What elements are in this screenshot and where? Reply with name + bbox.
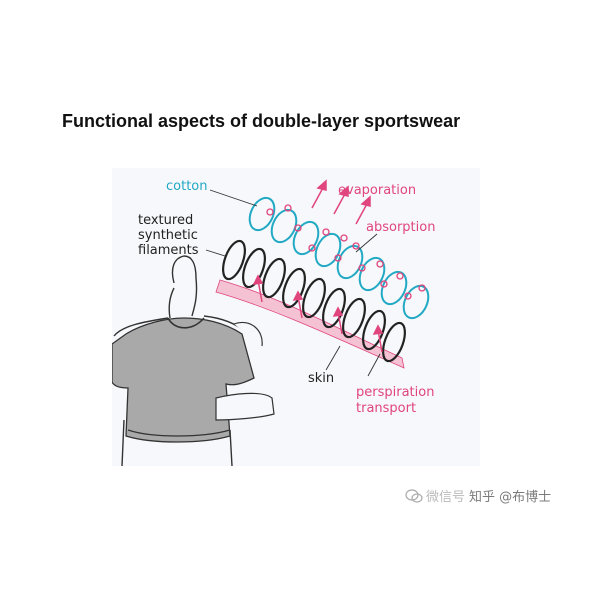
- label-textured-1: textured: [138, 213, 193, 228]
- diagram-svg: cotton textured synthetic filaments evap…: [112, 179, 435, 466]
- wechat-icon: [405, 489, 423, 503]
- skin-layer: [215, 279, 405, 369]
- evaporation-arrows: [311, 179, 371, 225]
- label-skin: skin: [308, 371, 334, 386]
- moisture-droplets: [266, 204, 426, 300]
- watermark-primary: 知乎 @布博士: [469, 490, 552, 505]
- watermark: 微信号知乎 @布博士: [405, 486, 551, 505]
- label-evaporation: evaporation: [338, 183, 416, 198]
- synthetic-filaments: [222, 239, 406, 363]
- shirt: [112, 317, 275, 443]
- label-absorption: absorption: [366, 220, 435, 235]
- label-cotton: cotton: [166, 179, 208, 194]
- sportswear-diagram: cotton textured synthetic filaments evap…: [112, 168, 480, 466]
- watermark-faded: 微信号: [426, 490, 466, 505]
- label-perspiration-1: perspiration: [356, 385, 434, 400]
- label-textured-2: synthetic: [138, 228, 198, 243]
- human-torso: [113, 255, 248, 466]
- leader-lines: [205, 189, 381, 377]
- label-perspiration-2: transport: [356, 401, 416, 416]
- diagram-title: Functional aspects of double-layer sport…: [62, 111, 461, 131]
- label-textured-3: filaments: [138, 243, 199, 258]
- perspiration-arrows: [252, 274, 384, 353]
